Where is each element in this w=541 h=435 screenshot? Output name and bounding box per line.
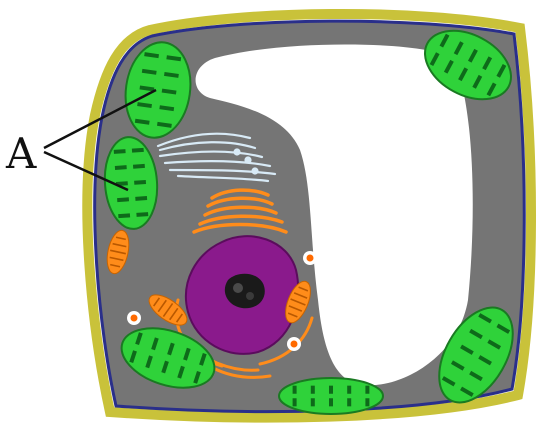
vesicle (127, 311, 141, 325)
thylakoid-stack (134, 180, 146, 185)
thylakoid-stack (311, 386, 315, 394)
thylakoid-stack (329, 386, 333, 394)
thylakoid-stack (136, 212, 148, 217)
thylakoid-stack (133, 164, 145, 169)
thylakoid-stack (132, 148, 144, 153)
vesicle (287, 337, 301, 351)
nucleolus-detail (233, 283, 243, 293)
chloroplast (279, 378, 383, 414)
thylakoid-stack (135, 196, 147, 201)
thylakoid-stack (114, 149, 126, 154)
thylakoid-stack (347, 398, 351, 406)
thylakoid-stack (311, 398, 315, 406)
microtubule-vesicle (246, 158, 251, 163)
thylakoid-stack (118, 213, 130, 218)
thylakoid-stack (117, 197, 129, 202)
thylakoid-stack (293, 398, 297, 406)
thylakoid-stack (365, 386, 369, 394)
label-a: A (5, 129, 37, 178)
thylakoid-stack (365, 398, 369, 406)
nucleolus-detail (246, 292, 254, 300)
thylakoid-stack (293, 386, 297, 394)
microtubule-vesicle (235, 150, 240, 155)
microtubule-vesicle (253, 169, 258, 174)
thylakoid-stack (115, 165, 127, 170)
vesicle (303, 251, 317, 265)
thylakoid-stack (329, 398, 333, 406)
thylakoid-stack (347, 386, 351, 394)
